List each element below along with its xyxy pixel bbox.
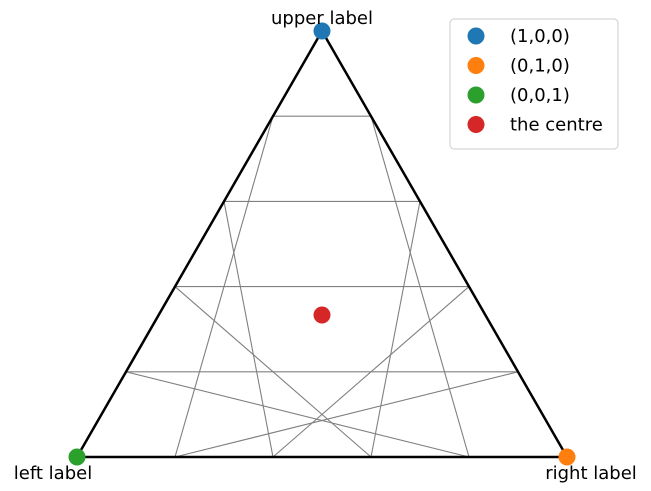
corner-label-left: left label — [14, 463, 92, 484]
legend-label: the centre — [510, 115, 603, 136]
data-point — [313, 22, 331, 40]
corner-label-right: right label — [545, 463, 637, 484]
legend-marker — [467, 116, 485, 133]
grid-line — [125, 371, 470, 458]
grid-line — [223, 201, 274, 458]
grid-line — [370, 201, 421, 458]
grid-line — [174, 286, 372, 458]
grid-lines — [125, 115, 519, 458]
grid-line — [370, 116, 470, 458]
legend-box — [449, 18, 619, 150]
data-points — [68, 22, 576, 466]
triangle-frame — [74, 28, 570, 459]
legend-label: (1,0,0) — [510, 26, 570, 47]
grid-line — [272, 286, 470, 458]
data-point — [558, 448, 576, 466]
data-point — [313, 306, 331, 324]
legend-marker — [467, 27, 485, 45]
legend-marker — [467, 57, 485, 74]
data-point — [68, 448, 86, 466]
legend: (1,0,0) (0,1,0) (0,0,1) the centre — [449, 18, 619, 150]
legend-label: (0,0,1) — [510, 85, 570, 106]
legend-marker — [467, 86, 485, 104]
legend-label: (0,1,0) — [510, 56, 570, 77]
corner-label-top: upper label — [271, 8, 373, 29]
grid-line — [174, 371, 519, 458]
